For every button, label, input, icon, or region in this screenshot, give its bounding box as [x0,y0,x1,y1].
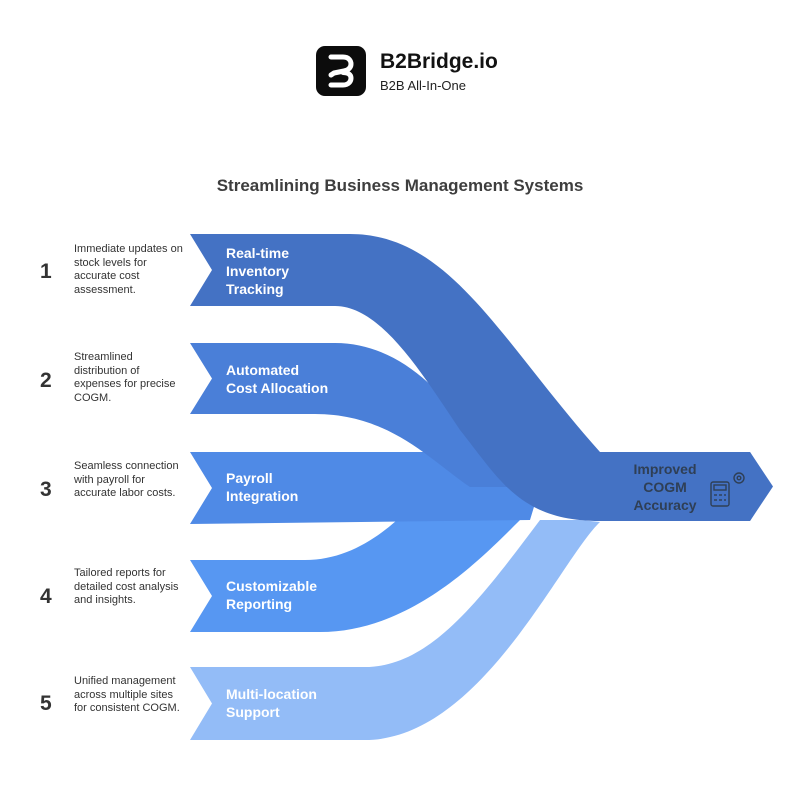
step-2-label: Automated Cost Allocation [226,362,329,396]
step-5-description: Unified management across multiple sites… [74,675,180,714]
step-5-label: Multi-location Support [226,686,317,720]
step-2-description: Streamlined distribution of expenses for… [74,351,176,404]
diagram-title: Streamlining Business Management Systems [216,176,584,195]
step-4-description: Tailored reports for detailed cost analy… [74,567,179,606]
step-3-description: Seamless connection with payroll for acc… [74,460,179,499]
result-arrow [600,452,773,521]
step-1-number: 1 [40,260,52,283]
step-2-band [190,343,540,487]
header: B2Bridge.io B2B All-In-One [316,46,498,96]
b2bridge-logo-icon [316,46,366,96]
brand-name: B2Bridge.io [380,49,498,73]
step-4-band [190,487,540,632]
brand: B2Bridge.io B2B All-In-One [380,50,498,93]
step-5-band [190,520,600,740]
brand-tagline: B2B All-In-One [380,77,466,93]
step-3-label: Payroll Integration [226,470,299,504]
step-3-number: 3 [40,478,52,501]
step-1-description: Immediate updates on stock levels for ac… [74,243,183,296]
step-2-number: 2 [40,369,52,392]
calculator-gear-icon [710,472,745,507]
step-4-label: Customizable Reporting [226,578,318,612]
step-5-number: 5 [40,692,52,715]
step-1-label: Real-time Inventory Tracking [226,245,290,297]
step-1-band [190,234,772,521]
result-label: Improved COGM Accuracy [633,461,697,513]
step-4-number: 4 [40,585,52,608]
